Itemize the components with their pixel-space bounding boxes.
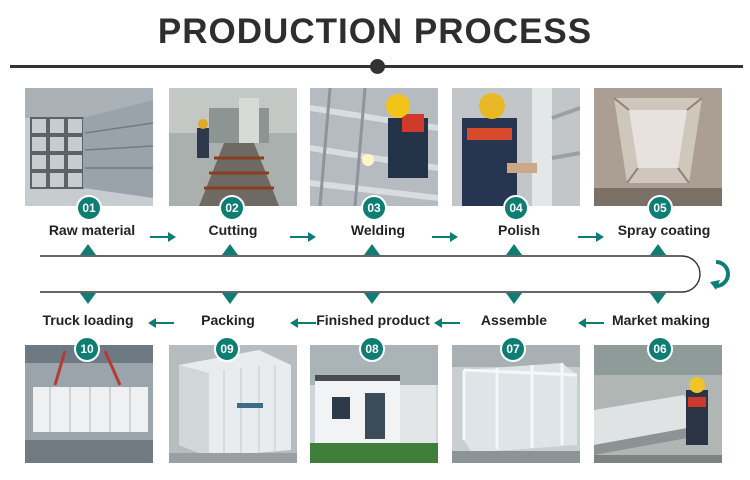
photo-finished-product bbox=[310, 345, 438, 463]
track-marker-down-icon bbox=[80, 293, 96, 304]
arrow-left-icon bbox=[434, 318, 460, 328]
step-label-market-making: Market making bbox=[611, 312, 711, 328]
step-label-spray-coating: Spray coating bbox=[617, 222, 711, 238]
arrow-right-icon bbox=[290, 232, 316, 242]
photo-truck-loading bbox=[25, 345, 153, 463]
step-label-cutting: Cutting bbox=[208, 222, 258, 238]
arrow-right-icon bbox=[150, 232, 176, 242]
step-number-badge-06: 06 bbox=[647, 336, 673, 362]
arrow-left-icon bbox=[148, 318, 174, 328]
step-label-packing: Packing bbox=[201, 312, 255, 328]
loop-arrow-icon bbox=[710, 260, 730, 290]
step-number-badge-05: 05 bbox=[647, 195, 673, 221]
step-label-welding: Welding bbox=[350, 222, 406, 238]
track-marker-up-icon bbox=[222, 244, 238, 255]
arrow-left-icon bbox=[290, 318, 316, 328]
arrow-left-icon bbox=[578, 318, 604, 328]
step-number-badge-10: 10 bbox=[74, 336, 100, 362]
step-label-assemble: Assemble bbox=[480, 312, 548, 328]
title-divider-dot bbox=[370, 59, 385, 74]
track-marker-up-icon bbox=[80, 244, 96, 255]
page-title: PRODUCTION PROCESS bbox=[157, 12, 593, 51]
track-marker-down-icon bbox=[506, 293, 522, 304]
photo-welding bbox=[310, 88, 438, 206]
photo-polish bbox=[452, 88, 580, 206]
step-number-badge-08: 08 bbox=[359, 336, 385, 362]
step-number-badge-01: 01 bbox=[76, 195, 102, 221]
arrow-right-icon bbox=[578, 232, 604, 242]
photo-cutting bbox=[169, 88, 297, 206]
step-number-badge-07: 07 bbox=[500, 336, 526, 362]
step-label-finished-product: Finished product bbox=[316, 312, 430, 328]
track-marker-up-icon bbox=[364, 244, 380, 255]
track-marker-up-icon bbox=[506, 244, 522, 255]
step-number-badge-04: 04 bbox=[503, 195, 529, 221]
track-marker-down-icon bbox=[364, 293, 380, 304]
step-label-truck-loading: Truck loading bbox=[42, 312, 134, 328]
photo-raw-material bbox=[25, 88, 153, 206]
track-marker-down-icon bbox=[222, 293, 238, 304]
step-label-raw-material: Raw material bbox=[48, 222, 136, 238]
step-number-badge-09: 09 bbox=[214, 336, 240, 362]
track-marker-up-icon bbox=[650, 244, 666, 255]
arrow-right-icon bbox=[432, 232, 458, 242]
photo-market-making bbox=[594, 345, 722, 463]
step-label-polish: Polish bbox=[497, 222, 540, 238]
photo-packing bbox=[169, 345, 297, 463]
photo-assemble bbox=[452, 345, 580, 463]
photo-spray-coating bbox=[594, 88, 722, 206]
step-number-badge-03: 03 bbox=[361, 195, 387, 221]
step-number-badge-02: 02 bbox=[219, 195, 245, 221]
track-marker-down-icon bbox=[650, 293, 666, 304]
